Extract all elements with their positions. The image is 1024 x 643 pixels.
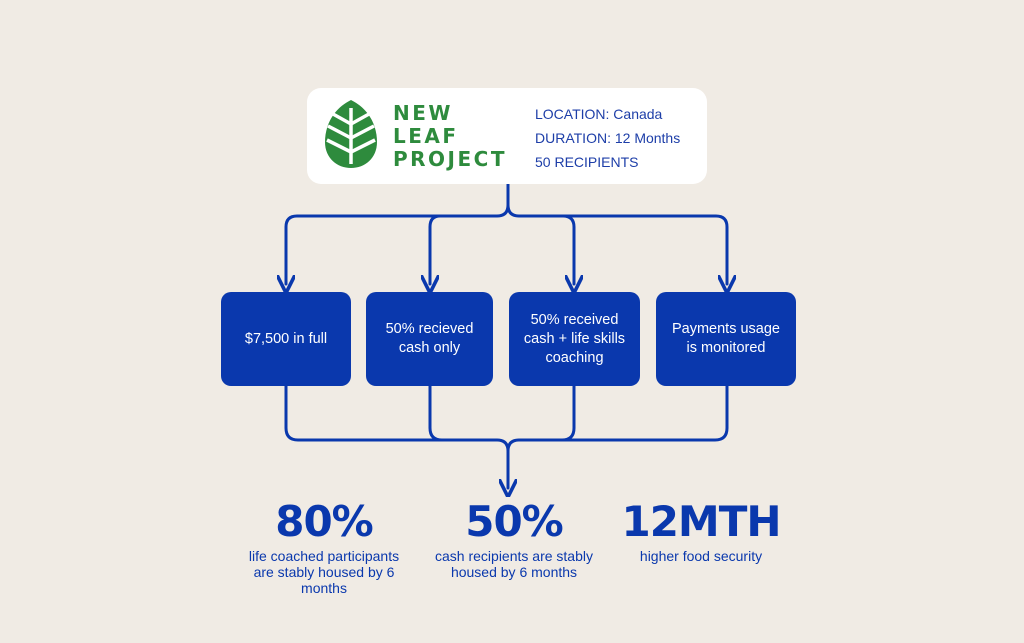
stat-food-security-description: higher food security [639, 548, 763, 564]
stat-coached-housed-description: life coached participants are stably hou… [248, 548, 400, 596]
box-cash-coaching-text: 50% received cash + life skills coaching [523, 311, 626, 366]
connector-from-box-1 [284, 384, 508, 488]
connector-from-box-3 [560, 384, 576, 442]
logo-line-1: NEW [393, 101, 453, 125]
box-cash-only-text: 50% recieved cash only [385, 321, 474, 356]
connector-to-box-3 [561, 214, 574, 284]
stat-food-security: 12MTH higher food security [606, 497, 796, 565]
logo-wordmark: NEW LEAF PROJECT [393, 102, 507, 171]
stat-cash-housed: 50% cash recipients are stably housed by… [414, 497, 614, 581]
logo-line-2: LEAF [393, 124, 459, 148]
stat-food-security-value: 12MTH [621, 497, 781, 546]
project-header-card: NEW LEAF PROJECT LOCATION: Canada DURATI… [307, 88, 707, 184]
stat-cash-housed-value: 50% [465, 497, 564, 546]
logo-line-3: PROJECT [393, 147, 507, 171]
stat-cash-housed-description: cash recipients are stably housed by 6 m… [435, 548, 593, 580]
box-full-payment-text: $7,500 in full [244, 330, 328, 347]
connector-from-box-2 [428, 384, 444, 442]
box-payments-monitored: Payments usage is monitored [656, 292, 796, 386]
project-meta: LOCATION: Canada DURATION: 12 Months 50 … [535, 102, 680, 174]
connector-from-box-4 [506, 384, 729, 453]
stat-coached-housed: 80% life coached participants are stably… [224, 497, 424, 597]
location-label: LOCATION: Canada [535, 106, 663, 122]
connector-to-box-2b [430, 214, 442, 284]
connector-header-stem [286, 182, 510, 284]
duration-label: DURATION: 12 Months [535, 130, 681, 146]
connector-to-box-2 [506, 203, 727, 284]
recipients-label: 50 RECIPIENTS [535, 154, 639, 170]
leaf-logo-icon [325, 100, 377, 168]
stat-coached-housed-value: 80% [275, 497, 374, 546]
box-cash-only: 50% recieved cash only [366, 292, 493, 386]
box-payments-monitored-text: Payments usage is monitored [671, 321, 780, 356]
box-full-payment: $7,500 in full [221, 292, 351, 386]
box-cash-coaching: 50% received cash + life skills coaching [509, 292, 640, 386]
